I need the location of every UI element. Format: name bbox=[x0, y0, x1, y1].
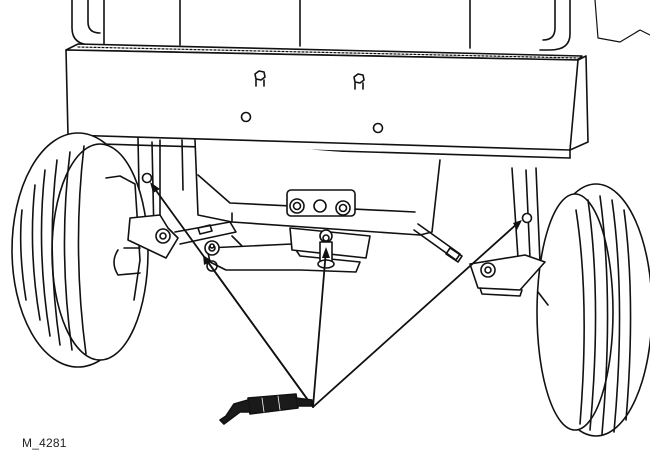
grease-gun-icon bbox=[219, 393, 313, 425]
lower-body bbox=[194, 139, 441, 236]
callout-arrowheads bbox=[150, 182, 522, 265]
main-housing bbox=[65, 43, 589, 159]
figure-label: M_4281 bbox=[22, 436, 67, 450]
frame-tubes bbox=[71, 0, 650, 51]
right-wheel-assembly bbox=[469, 167, 650, 437]
housing-bolt-right bbox=[353, 73, 365, 90]
housing-bolt-left bbox=[254, 70, 266, 87]
left-wheel bbox=[11, 132, 149, 368]
callout-lines bbox=[151, 184, 520, 408]
grease-fitting-icon bbox=[141, 172, 533, 249]
left-wheel-assembly bbox=[11, 132, 184, 368]
right-wheel bbox=[536, 183, 650, 437]
